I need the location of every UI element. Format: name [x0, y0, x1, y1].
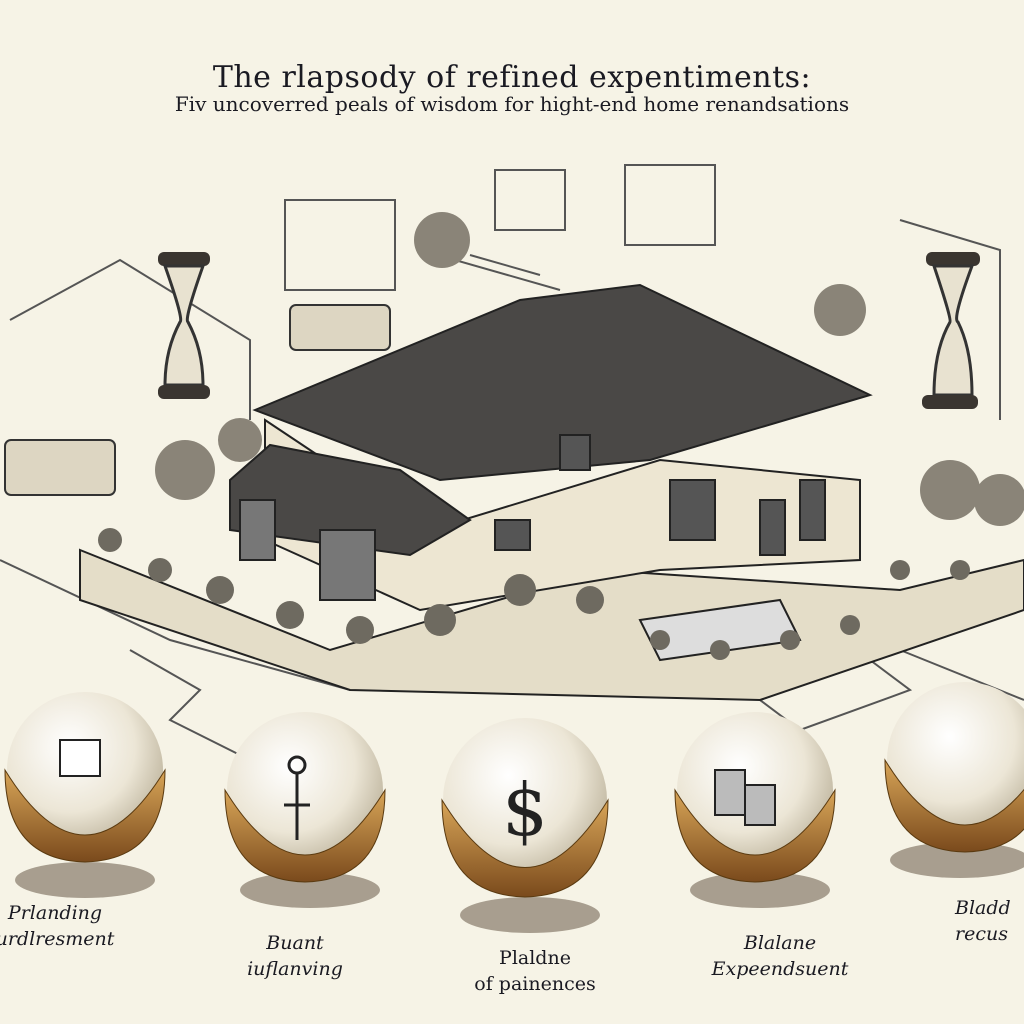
label-line: Plaldne — [499, 947, 571, 969]
pearl-label-3: Plaldne of painences — [455, 945, 615, 997]
pearl-bowl — [884, 682, 1024, 878]
label-line: Bladd — [955, 897, 1011, 919]
hourglass-icon — [158, 252, 210, 399]
house-illustration — [79, 283, 1024, 702]
label-line: iuflanving — [247, 958, 343, 980]
dollar-icon: $ — [502, 768, 548, 852]
label-line: Buant — [266, 932, 324, 954]
calculator-icon — [59, 739, 101, 777]
label-line: Blalane — [743, 932, 817, 954]
pearl-label-2: Buant iuflanving — [220, 930, 370, 982]
coins-icon — [714, 769, 776, 826]
pearl-bowl — [4, 692, 166, 898]
page-subtitle: Fiv uncoverred peals of wisdom for hight… — [174, 92, 850, 116]
sofa-icon — [4, 304, 391, 496]
pearl-bowl — [224, 712, 386, 908]
pearl-label-4: Blalane Expeendsuent — [690, 930, 870, 982]
pearl-label-1: Prlanding urdlresment — [0, 900, 130, 952]
hedges — [98, 528, 970, 660]
hourglass-icon — [922, 252, 980, 409]
tree-icon — [155, 212, 1024, 526]
pearl-bowl — [674, 712, 836, 908]
pearl-label-5: Bladd recus — [955, 895, 1024, 947]
label-line: Prlanding — [7, 902, 103, 924]
label-line: of painences — [474, 973, 596, 995]
label-line: recus — [955, 923, 1008, 945]
key-icon — [284, 755, 310, 840]
label-line: urdlresment — [0, 928, 115, 950]
pearl-bowl: $ — [441, 718, 609, 933]
page-title: The rlapsody of refined expentiments: — [212, 60, 812, 95]
label-line: Expeendsuent — [711, 958, 849, 980]
